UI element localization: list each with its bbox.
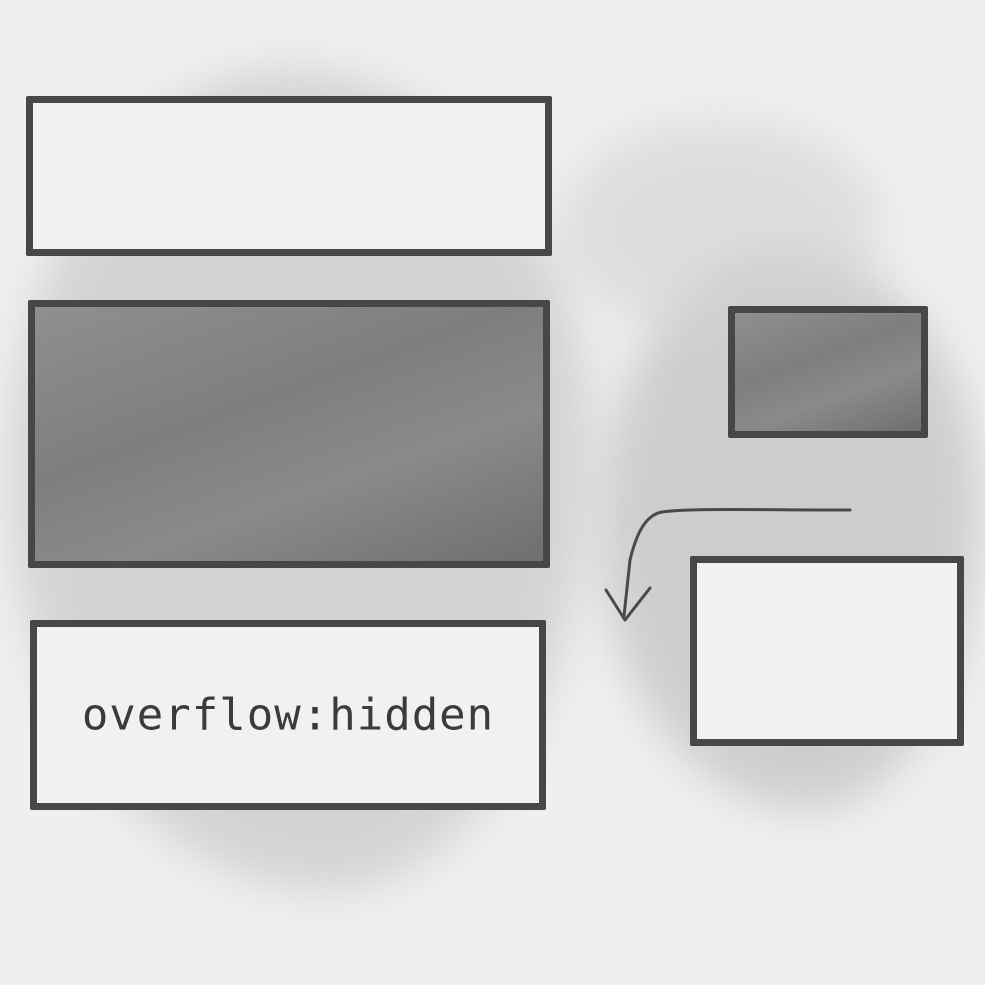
right-empty-box [690, 556, 964, 746]
overflow-hidden-label: overflow:hidden [81, 689, 495, 741]
overflow-hidden-box: overflow:hidden [30, 620, 546, 810]
small-shaded-box [728, 306, 928, 438]
background-wash [560, 120, 880, 340]
top-empty-box [26, 96, 552, 256]
middle-shaded-box [28, 300, 550, 568]
